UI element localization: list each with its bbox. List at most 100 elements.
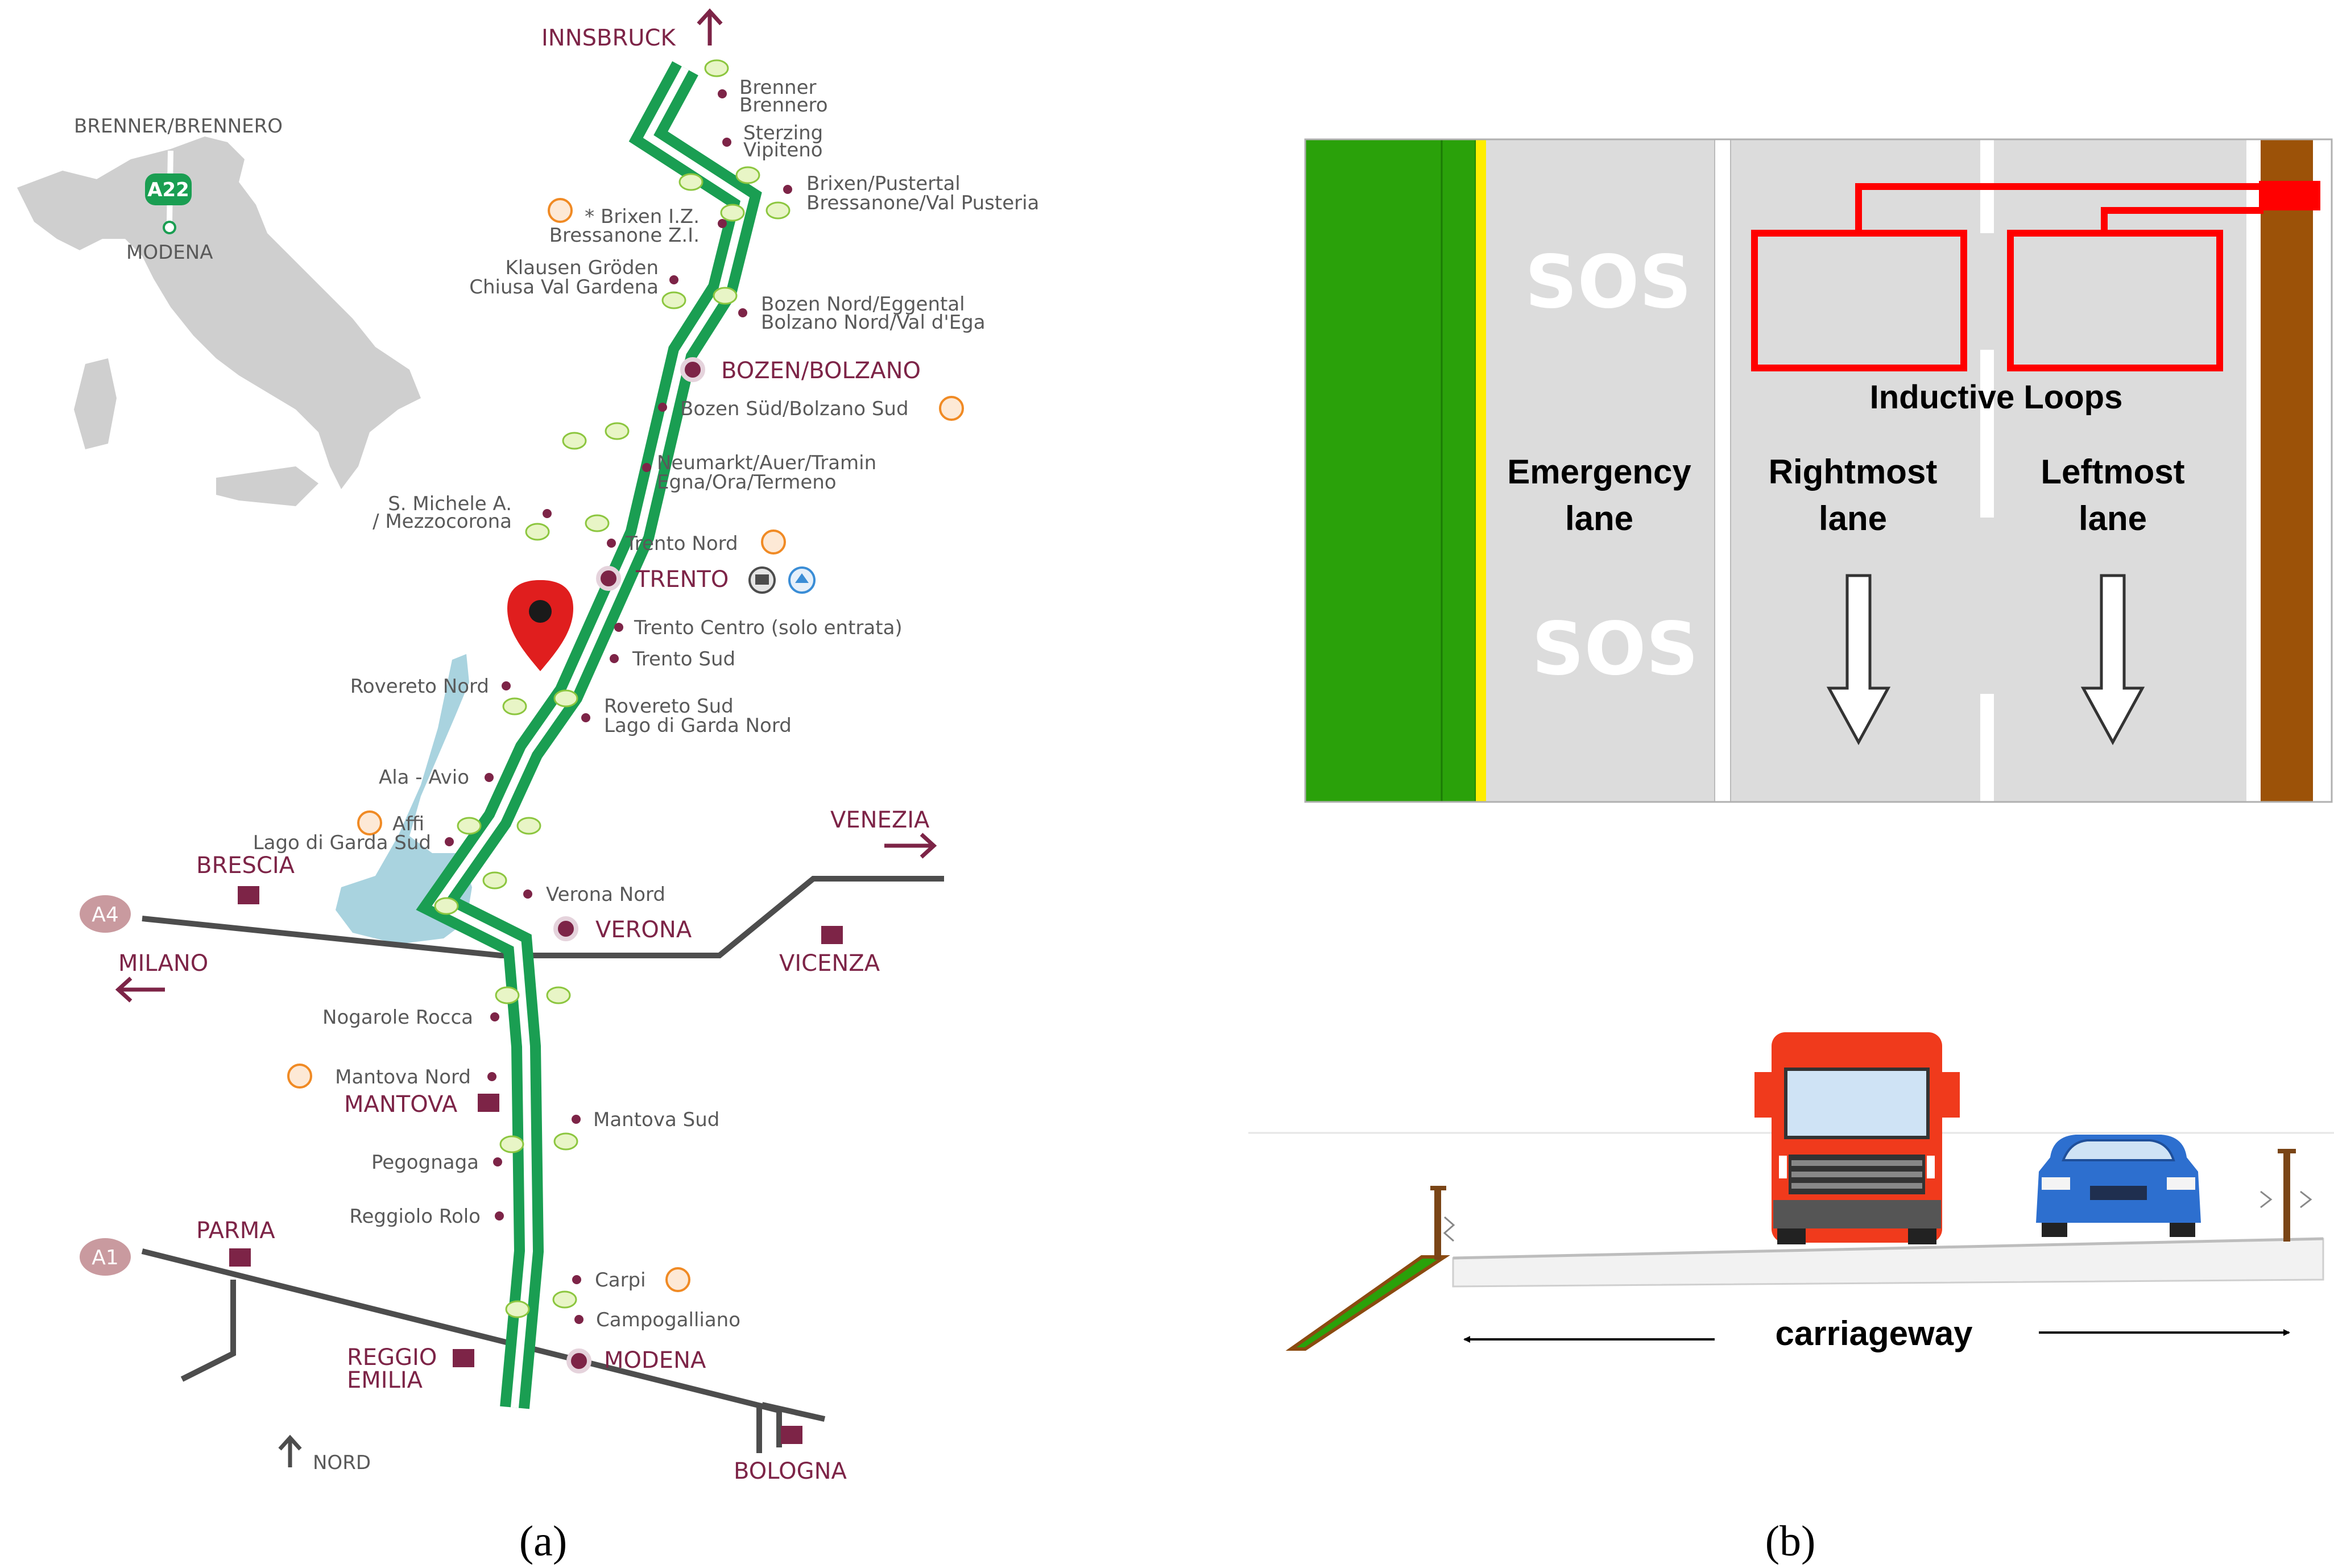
service-area-icons [434, 59, 791, 1318]
panel-a-map: A22 BRENNER/BRENNERO MODENA [17, 8, 1040, 1565]
direction-arrow-down-icon [2080, 574, 2145, 746]
exit-label: Bozen Nord/Eggental [761, 293, 965, 316]
badge-a1-label: A1 [92, 1246, 119, 1269]
inductive-loops [1751, 183, 2263, 371]
city-bologna: BOLOGNA [734, 1458, 847, 1484]
loop-detector-box [2259, 181, 2320, 210]
north-arrow-icon [278, 1434, 302, 1467]
arrow-up-icon [697, 8, 723, 45]
city-milano: MILANO [118, 950, 208, 977]
exit-label: S. Michele A. [388, 493, 512, 515]
exit-label: Brennero [739, 94, 828, 117]
exit-label: Rovereto Nord [350, 675, 489, 698]
north-label: NORD [313, 1451, 371, 1474]
inset-label-modena: MODENA [126, 241, 213, 264]
grass-verge [1305, 139, 1442, 802]
exit-label: Affi [392, 813, 424, 835]
arrow-left-icon [115, 977, 165, 1003]
a22-badge: A22 [145, 173, 192, 205]
exit-label: Mantova Nord [335, 1066, 471, 1089]
a22-badge-label: A22 [147, 179, 189, 201]
exit-label: * Brixen I.Z. [585, 205, 700, 228]
exit-label: Lago di Garda Sud [253, 831, 431, 854]
exit-label: Trento Sud [632, 648, 735, 671]
exit-label: Bolzano Nord/Val d'Ega [761, 311, 986, 334]
city-modena: MODENA [604, 1347, 706, 1373]
lane-separator-solid [1714, 139, 1731, 802]
info-point-icons [287, 198, 964, 1292]
edge-line-yellow [1476, 139, 1486, 802]
badge-a4-label: A4 [92, 903, 119, 926]
sardinia-shape [74, 358, 117, 449]
carriageway-label: carriageway [1776, 1314, 1973, 1352]
grass-inner-strip [1441, 138, 1477, 803]
city-vicenza: VICENZA [779, 950, 880, 977]
caption-a: (a) [519, 1517, 567, 1565]
exit-label: Chiusa Val Gardena [469, 276, 659, 299]
city-parma: PARMA [196, 1218, 275, 1244]
exit-label: Neumarkt/Auer/Tramin [657, 452, 876, 474]
exit-label: Egna/Ora/Termeno [657, 471, 837, 494]
city-brescia: BRESCIA [196, 853, 295, 879]
lane-label-leftmost-1: Leftmost [2041, 453, 2184, 491]
right-post [2260, 1149, 2312, 1242]
exit-dots [445, 89, 792, 1324]
exit-label: / Mezzocorona [373, 510, 512, 533]
barrier-strip [2261, 139, 2313, 802]
exit-label: Reggiolo Rolo [349, 1205, 481, 1228]
direction-arrows [115, 8, 937, 1003]
connecting-roads [141, 876, 944, 1453]
city-reggio-line2: EMILIA [347, 1367, 423, 1393]
exit-label: Bozen Süd/Bolzano Sud [680, 398, 909, 420]
inductive-loops-label: Inductive Loops [1870, 379, 2123, 416]
city-venezia: VENEZIA [830, 807, 930, 833]
italy-inset-map: A22 BRENNER/BRENNERO MODENA [17, 115, 421, 506]
exit-label: Mantova Sud [593, 1108, 719, 1131]
lane-separator-dashed [1980, 139, 1994, 802]
italy-mainland-shape [17, 136, 421, 489]
panel-b-road-diagram: SOS SOS Inductive Loops Emergency lane R… [1248, 138, 2334, 1565]
right-edge-line [2246, 139, 2261, 802]
sicily-shape [216, 466, 318, 506]
exit-label: Bressanone/Val Pusteria [806, 192, 1039, 214]
exit-label: Lago di Garda Nord [604, 714, 792, 737]
lake-garda-shape [336, 654, 472, 944]
exit-label: Vipiteno [743, 139, 823, 162]
embankment [1285, 1255, 1450, 1351]
trento-service-icons [748, 566, 816, 594]
city-verona: VERONA [595, 917, 692, 943]
arrow-right-icon [884, 833, 937, 859]
exit-label: Ala - Avio [379, 766, 469, 789]
city-reggio-line1: REGGIO [347, 1344, 437, 1371]
lane-label-rightmost-1: Rightmost [1769, 453, 1938, 491]
city-mantova: MANTOVA [344, 1091, 458, 1118]
truck-icon [1754, 1032, 1960, 1244]
exit-label: Carpi [595, 1269, 646, 1292]
city-trento: TRENTO [635, 566, 729, 593]
exit-labels: Brenner Brennero Sterzing Vipiteno Brixe… [253, 76, 1040, 1331]
exit-label: Verona Nord [546, 883, 665, 906]
plan-view: SOS SOS Inductive Loops Emergency lane R… [1304, 138, 2333, 803]
lane-label-emergency-2: lane [1565, 499, 1633, 537]
exit-label: Klausen Gröden [505, 256, 659, 279]
location-pin-icon [507, 580, 573, 671]
exit-label: Sterzing [743, 122, 823, 144]
lane-label-emergency-1: Emergency [1507, 453, 1691, 491]
exit-label: Rovereto Sud [604, 695, 734, 718]
inset-label-brenner: BRENNER/BRENNERO [74, 115, 283, 138]
highway-badge-a1: A1 [80, 1238, 131, 1276]
direction-arrow-down-icon [1826, 574, 1891, 746]
exit-label: Trento Nord [625, 532, 738, 555]
sos-marking-1: SOS [1525, 240, 1691, 325]
exit-label: Campogalliano [596, 1309, 740, 1331]
lane-label-rightmost-2: lane [1819, 499, 1887, 537]
city-bozen: BOZEN/BOLZANO [721, 358, 921, 384]
city-dots [553, 357, 705, 1373]
city-square-markers [229, 886, 843, 1444]
sos-marking-2: SOS [1532, 607, 1698, 692]
plan-view-border [1304, 138, 2333, 803]
caption-b: (b) [1765, 1517, 1816, 1565]
exit-label: Nogarole Rocca [322, 1006, 473, 1029]
exit-label: Pegognaga [371, 1151, 479, 1174]
